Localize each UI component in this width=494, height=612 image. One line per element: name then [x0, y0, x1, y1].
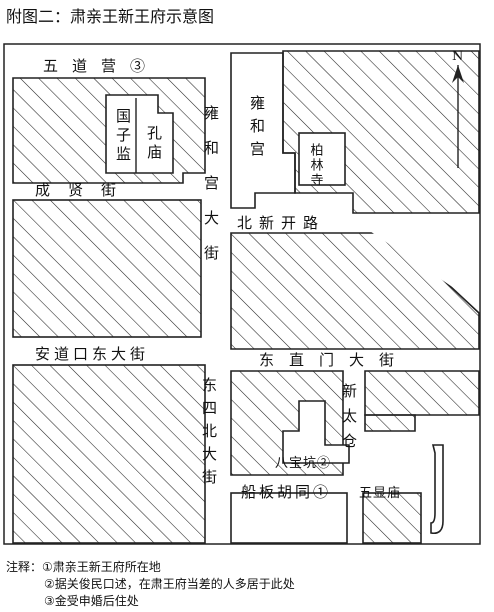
note-1: 注释：①肃亲王新王府所在地	[6, 560, 161, 574]
block-label-bailinsi: 柏林寺	[308, 143, 324, 188]
street-yonghegongdajie: 雍和宫大街	[202, 105, 220, 280]
street-beixinqiaolu: 北新开路	[237, 214, 325, 232]
block-guozijian	[105, 94, 174, 174]
street-wudaoying: 五道营③	[43, 57, 159, 75]
street-andingmen: 安道口东大街	[35, 345, 149, 363]
street-babaokeng: 八宝坑②	[275, 456, 331, 471]
map-border	[3, 43, 481, 545]
map: N 国子监 孔庙 雍和宫 柏林寺 五道营③ 成贤街 雍和宫大街 北新开路 安道口…	[3, 43, 481, 545]
notes-label: 注释：	[6, 560, 43, 574]
block-south-lower	[230, 492, 348, 544]
notes: 注释：①肃亲王新王府所在地 ②据关俊民口述，在肃王府当差的人多居于此处 ③金受申…	[6, 559, 295, 610]
note-2: ②据关俊民口述，在肃王府当差的人多居于此处	[44, 577, 295, 591]
street-wuxianmiao: 五显庙	[359, 486, 401, 501]
page-title: 附图二：肃亲王新王府示意图	[6, 7, 215, 26]
street-chuanbanhutong: 船板胡同①	[241, 483, 331, 501]
block-northeast	[282, 50, 480, 214]
wangfu-notch	[282, 400, 350, 464]
street-xintai: 新太仓	[340, 383, 358, 458]
street-dongsibeidajie: 东四北大街	[200, 377, 218, 492]
block-bailinsi	[298, 132, 346, 186]
block-west-middle	[12, 199, 202, 338]
street-chengxianjie: 成贤街	[35, 181, 134, 199]
street-dongzhimen: 东直门大街	[259, 351, 409, 369]
block-southwest	[12, 364, 206, 544]
canal	[430, 444, 444, 535]
block-label-yonghegong: 雍和宫	[248, 95, 266, 164]
block-label-guozijian: 国子监	[114, 108, 132, 165]
note-3: ③金受申婚后住处	[44, 594, 139, 608]
block-label-kongmiao: 孔庙	[145, 125, 163, 163]
compass-label: N	[452, 49, 463, 64]
block-east-strip	[364, 370, 480, 416]
